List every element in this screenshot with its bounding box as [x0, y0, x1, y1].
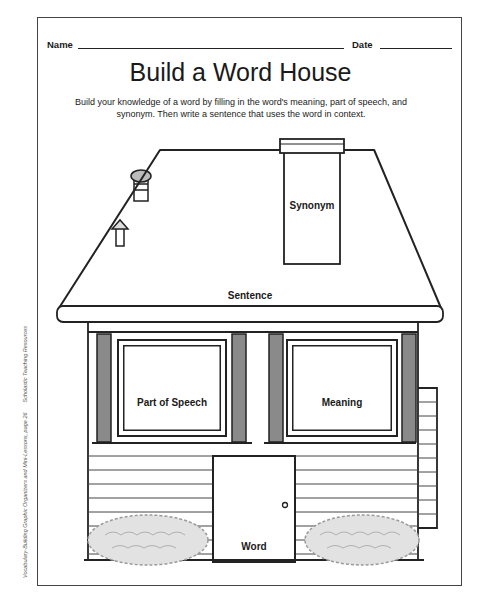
roof-box: Sentence	[56, 146, 444, 326]
stub-pipe	[116, 228, 124, 246]
bush-left	[88, 515, 208, 565]
pillar	[402, 334, 416, 442]
roof-eave	[57, 306, 443, 322]
date-line	[380, 48, 452, 49]
box-label: Part of Speech	[137, 397, 207, 409]
chimney-rim	[280, 144, 344, 145]
copyright-note: Vocabulary-Building Graphic Organizers a…	[22, 413, 29, 579]
door-box: Word	[212, 455, 296, 563]
name-line	[78, 48, 344, 49]
chimney-cap	[280, 139, 344, 153]
bushes	[88, 515, 419, 565]
window-sill	[92, 442, 416, 444]
pillar	[269, 334, 283, 442]
instructions: Build your knowledge of a word by fillin…	[66, 96, 416, 120]
field-label: Date	[352, 39, 373, 51]
pillar	[232, 334, 246, 442]
chimney-body	[284, 152, 340, 264]
copyright-note: Scholastic Teaching Resources	[22, 326, 29, 403]
wall-band	[88, 331, 418, 333]
roof-outline	[59, 150, 441, 308]
window-box: Meaning	[286, 339, 398, 437]
box-label: Word	[241, 541, 266, 553]
box-label: Sentence	[228, 290, 272, 302]
left-wall	[87, 320, 89, 560]
chimney-box: Synonym	[279, 138, 345, 266]
roof-vent	[112, 170, 151, 246]
door-knob	[283, 503, 288, 508]
right-wall	[417, 320, 419, 560]
side-extension	[418, 388, 437, 528]
worksheet-title: Build a Word House	[0, 57, 481, 87]
box-label: Meaning	[322, 397, 363, 409]
bush-right	[305, 515, 419, 565]
pillar	[97, 334, 111, 442]
copyright-strip: Vocabulary-Building Graphic Organizers a…	[22, 326, 29, 578]
extension-siding	[418, 402, 437, 514]
window-box: Part of Speech	[117, 339, 227, 437]
pillars	[97, 334, 416, 442]
page-border	[38, 18, 462, 586]
box-label: Synonym	[289, 200, 334, 212]
field-label: Name	[47, 39, 73, 51]
